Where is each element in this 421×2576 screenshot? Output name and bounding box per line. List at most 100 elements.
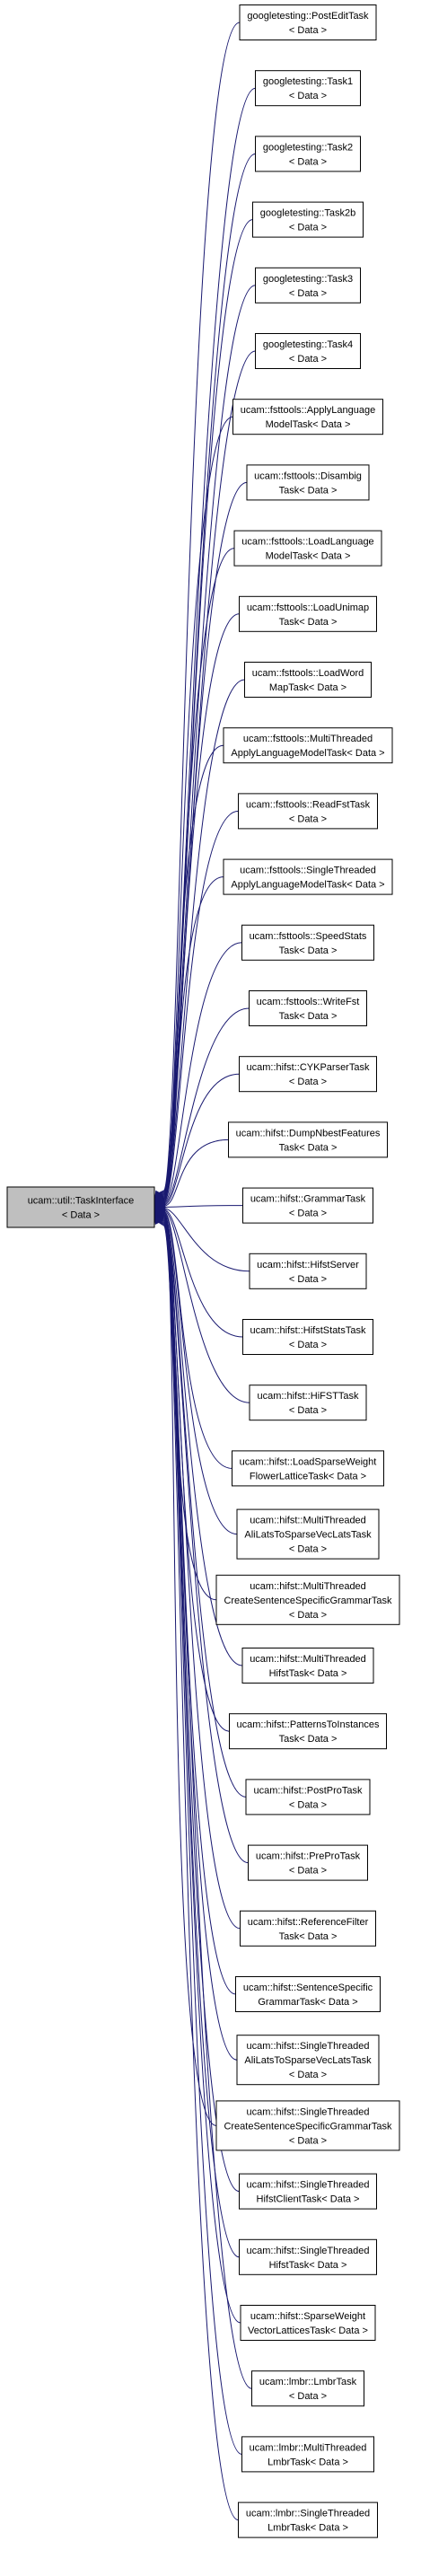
class-label-line: ucam::lmbr::SingleThreaded bbox=[246, 2509, 370, 2519]
class-label-line: ApplyLanguageModelTask< Data > bbox=[231, 880, 384, 891]
class-label-line: ucam::hifst::SingleThreaded bbox=[247, 2246, 370, 2256]
class-node-ucam-hifst-singlethreaded-alilatstosparseveclatstask-data[interactable]: ucam::hifst::SingleThreadedAliLatsToSpar… bbox=[236, 2035, 380, 2086]
class-label-line: < Data > bbox=[289, 2070, 327, 2080]
class-label-line: ucam::fsttools::MultiThreaded bbox=[243, 734, 373, 744]
class-node-box bbox=[239, 2238, 377, 2275]
class-node-ucam-hifst-multithreaded-createsentencespecificgrammartask-data[interactable]: ucam::hifst::MultiThreadedCreateSentence… bbox=[215, 1574, 400, 1625]
inheritance-edge bbox=[162, 679, 245, 1200]
class-label-line: ucam::hifst::MultiThreaded bbox=[250, 1654, 366, 1665]
class-label-line: CreateSentenceSpecificGrammarTask bbox=[224, 2121, 392, 2132]
class-node-ucam-hifst-hifstserver-data[interactable]: ucam::hifst::HifstServer< Data > bbox=[249, 1253, 367, 1289]
class-label-line: Task< Data > bbox=[279, 485, 338, 496]
class-node-ucam-hifst-hifsttask-data[interactable]: ucam::hifst::HiFSTTask< Data > bbox=[249, 1385, 367, 1421]
class-label-line: < Data > bbox=[289, 2391, 327, 2402]
class-node-ucam-hifst-grammartask-data[interactable]: ucam::hifst::GrammarTask< Data > bbox=[242, 1187, 373, 1224]
inheritance-edge bbox=[162, 1210, 232, 1469]
class-node-box bbox=[239, 2173, 377, 2210]
class-node-box bbox=[239, 595, 377, 632]
class-label-line: ucam::hifst::SingleThreaded bbox=[247, 2106, 370, 2117]
class-label-line: googletesting::Task2 bbox=[263, 142, 353, 153]
class-label-line: ucam::hifst::DumpNbestFeatures bbox=[236, 1128, 381, 1139]
class-label-line: < Data > bbox=[289, 1340, 327, 1350]
class-label-line: Task< Data > bbox=[279, 1734, 338, 1745]
class-node-box bbox=[255, 267, 361, 303]
class-node-ucam-hifst-preprotask-data[interactable]: ucam::hifst::PreProTask< Data > bbox=[248, 1844, 368, 1881]
class-label-line: ucam::hifst::MultiThreaded bbox=[250, 1516, 366, 1526]
class-label-line: ucam::fsttools::LoadLanguage bbox=[241, 537, 373, 548]
base-class-node[interactable]: ucam::util::TaskInterface< Data > bbox=[6, 1186, 155, 1228]
class-node-googletesting-task3-data[interactable]: googletesting::Task3< Data > bbox=[255, 267, 361, 303]
class-label-line: ucam::lmbr::MultiThreaded bbox=[250, 2442, 367, 2453]
class-node-googletesting-task1-data[interactable]: googletesting::Task1< Data > bbox=[255, 70, 361, 107]
class-node-ucam-fsttools-applylanguage-modeltask-data[interactable]: ucam::fsttools::ApplyLanguageModelTask< … bbox=[232, 399, 383, 435]
class-label-line: AliLatsToSparseVecLatsTask bbox=[244, 1530, 372, 1541]
class-node-box bbox=[228, 1121, 388, 1158]
class-node-googletesting-task2b-data[interactable]: googletesting::Task2b< Data > bbox=[252, 201, 364, 238]
class-label-line: googletesting::Task2b bbox=[260, 208, 355, 219]
class-node-box bbox=[223, 858, 393, 895]
class-node-ucam-hifst-sentencespecific-grammartask-data[interactable]: ucam::hifst::SentenceSpecificGrammarTask… bbox=[235, 1976, 381, 2012]
class-node-ucam-hifst-cykparsertask-data[interactable]: ucam::hifst::CYKParserTask< Data > bbox=[239, 1056, 377, 1093]
class-label-line: < Data > bbox=[62, 1210, 100, 1221]
class-label-line: GrammarTask< Data > bbox=[258, 1997, 357, 2008]
class-label-line: VectorLatticesTask< Data > bbox=[248, 2325, 368, 2336]
class-node-ucam-hifst-postprotask-data[interactable]: ucam::hifst::PostProTask< Data > bbox=[245, 1779, 371, 1816]
class-node-ucam-hifst-loadsparseweight-flowerlatticetask-data[interactable]: ucam::hifst::LoadSparseWeightFlowerLatti… bbox=[232, 1450, 384, 1487]
class-node-ucam-hifst-hifststatstask-data[interactable]: ucam::hifst::HifstStatsTask< Data > bbox=[242, 1319, 373, 1355]
class-node-box bbox=[235, 1976, 381, 2012]
class-label-line: AliLatsToSparseVecLatsTask bbox=[244, 2055, 372, 2066]
class-node-ucam-hifst-sparseweight-vectorlatticestask-data[interactable]: ucam::hifst::SparseWeightVectorLatticesT… bbox=[240, 2305, 376, 2341]
class-node-box bbox=[249, 990, 367, 1026]
class-label-line: ucam::fsttools::WriteFst bbox=[257, 997, 360, 1007]
class-label-line: < Data > bbox=[289, 1077, 327, 1087]
class-nodes: ucam::util::TaskInterface< Data > googlet… bbox=[6, 4, 400, 2538]
inheritance-edge bbox=[162, 1223, 252, 2389]
class-node-googletesting-task4-data[interactable]: googletesting::Task4< Data > bbox=[255, 333, 361, 369]
class-label-line: ucam::hifst::HifstStatsTask bbox=[250, 1325, 366, 1336]
class-label-line: ucam::fsttools::LoadWord bbox=[252, 668, 364, 679]
class-node-ucam-lmbr-lmbrtask-data[interactable]: ucam::lmbr::LmbrTask< Data > bbox=[251, 2370, 364, 2407]
class-label-line: ModelTask< Data > bbox=[266, 551, 351, 562]
class-node-ucam-hifst-singlethreaded-hifstclienttask-data[interactable]: ucam::hifst::SingleThreadedHifstClientTa… bbox=[239, 2173, 377, 2210]
inheritance-edge-tail bbox=[159, 1190, 164, 1193]
class-label-line: ucam::fsttools::LoadUnimap bbox=[247, 602, 369, 613]
class-node-ucam-hifst-multithreaded-alilatstosparseveclatstask-data[interactable]: ucam::hifst::MultiThreadedAliLatsToSpars… bbox=[236, 1508, 380, 1560]
class-node-box bbox=[251, 2370, 364, 2407]
class-node-ucam-fsttools-singlethreaded-applylanguagemodeltask-data[interactable]: ucam::fsttools::SingleThreadedApplyLangu… bbox=[223, 858, 393, 895]
class-node-box bbox=[245, 1779, 371, 1816]
class-label-line: < Data > bbox=[289, 1274, 327, 1285]
class-label-line: googletesting::Task4 bbox=[263, 339, 353, 350]
class-node-googletesting-postedittask-data[interactable]: googletesting::PostEditTask< Data > bbox=[239, 4, 377, 40]
inheritance-edge bbox=[162, 876, 224, 1203]
class-node-ucam-hifst-singlethreaded-createsentencespecificgrammartask-data[interactable]: ucam::hifst::SingleThreadedCreateSentenc… bbox=[215, 2100, 400, 2151]
class-node-box bbox=[249, 1385, 367, 1421]
class-node-box bbox=[241, 2436, 374, 2473]
inheritance-edge bbox=[162, 416, 233, 1197]
class-node-googletesting-task2-data[interactable]: googletesting::Task2< Data > bbox=[255, 136, 361, 172]
class-label-line: < Data > bbox=[289, 1544, 327, 1555]
inheritance-edge bbox=[162, 1209, 250, 1403]
class-label-line: ucam::hifst::PatternsToInstances bbox=[237, 1719, 380, 1730]
class-label-line: ucam::hifst::SingleThreaded bbox=[247, 2180, 370, 2191]
class-node-ucam-fsttools-multithreaded-applylanguagemodeltask-data[interactable]: ucam::fsttools::MultiThreadedApplyLangua… bbox=[223, 727, 393, 764]
inheritance-edge bbox=[162, 1224, 242, 2455]
class-label-line: ucam::hifst::PostProTask bbox=[253, 1785, 363, 1796]
class-node-ucam-fsttools-readfsttask-data[interactable]: ucam::fsttools::ReadFstTask< Data > bbox=[238, 793, 378, 830]
inheritance-edge bbox=[162, 1217, 241, 1930]
class-node-box bbox=[238, 2501, 378, 2538]
class-node-box bbox=[215, 2100, 400, 2151]
